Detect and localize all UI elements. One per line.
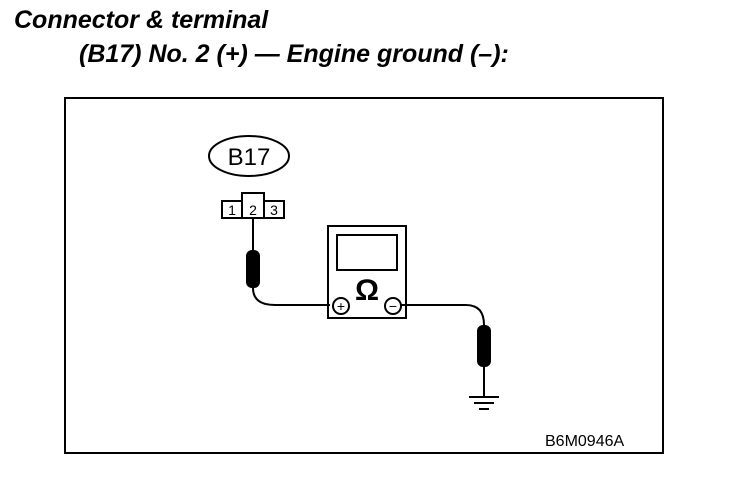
connector-terminals: 1 2 3	[221, 192, 285, 219]
negative-probe	[401, 304, 491, 396]
terminal-1-label: 1	[228, 202, 236, 218]
ground-icon	[469, 396, 499, 410]
diagram-frame	[64, 97, 664, 454]
heading-line-1: Connector & terminal	[14, 6, 269, 34]
heading-line-2: (B17) No. 2 (+) — Engine ground (–):	[79, 40, 509, 68]
connector-label-badge: B17	[208, 135, 290, 177]
ohmmeter: Ω + −	[327, 225, 407, 319]
ohm-symbol: Ω	[355, 274, 379, 307]
terminal-2-label: 2	[249, 202, 257, 218]
terminal-3-label: 3	[270, 202, 278, 218]
positive-probe	[246, 218, 330, 306]
plus-terminal-icon	[332, 297, 350, 315]
connector-label: B17	[228, 144, 271, 171]
figure-code: B6M0946A	[545, 433, 624, 450]
minus-symbol: −	[389, 298, 397, 314]
plus-symbol: +	[337, 298, 345, 314]
